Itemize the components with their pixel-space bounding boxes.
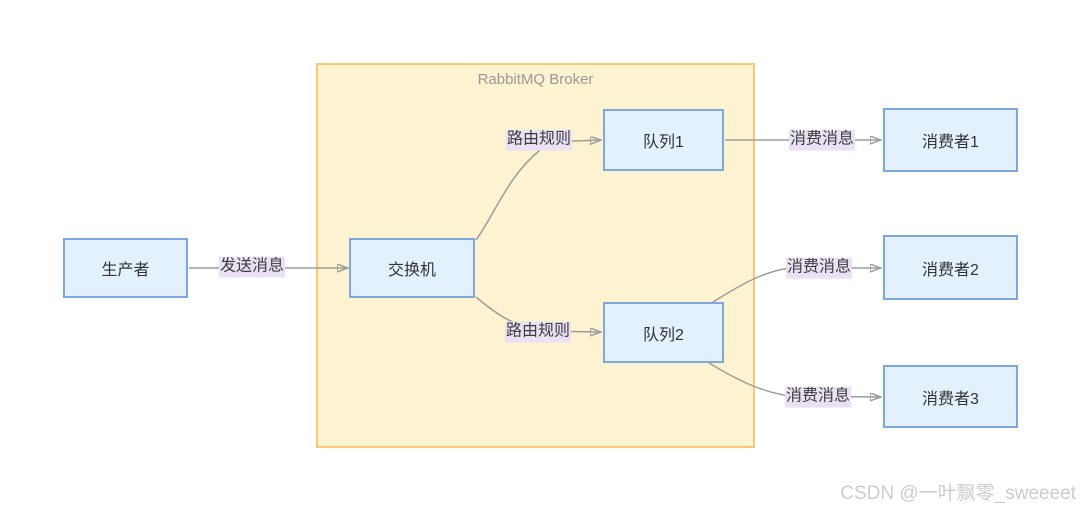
edge-label-consume-message-3: 消费消息 xyxy=(784,386,852,408)
edge-label-send-message: 发送消息 xyxy=(218,256,286,278)
node-queue2: 队列2 xyxy=(603,302,724,363)
node-exchange: 交换机 xyxy=(349,238,475,298)
node-producer: 生产者 xyxy=(63,238,188,298)
edge-label-routing-rule-1: 路由规则 xyxy=(505,129,573,151)
edge-label-routing-rule-2: 路由规则 xyxy=(504,321,572,343)
broker-title: RabbitMQ Broker xyxy=(477,71,594,88)
node-consumer2: 消费者2 xyxy=(883,235,1018,300)
edge-label-consume-message-2: 消费消息 xyxy=(785,257,853,279)
node-consumer3: 消费者3 xyxy=(883,365,1018,428)
edge-exchange-to-queue1 xyxy=(475,140,600,241)
node-consumer1: 消费者1 xyxy=(883,108,1018,172)
watermark: CSDN @一叶飘零_sweeeet xyxy=(840,483,1076,504)
node-queue1: 队列1 xyxy=(603,109,724,171)
edge-label-consume-message-1: 消费消息 xyxy=(788,129,856,151)
